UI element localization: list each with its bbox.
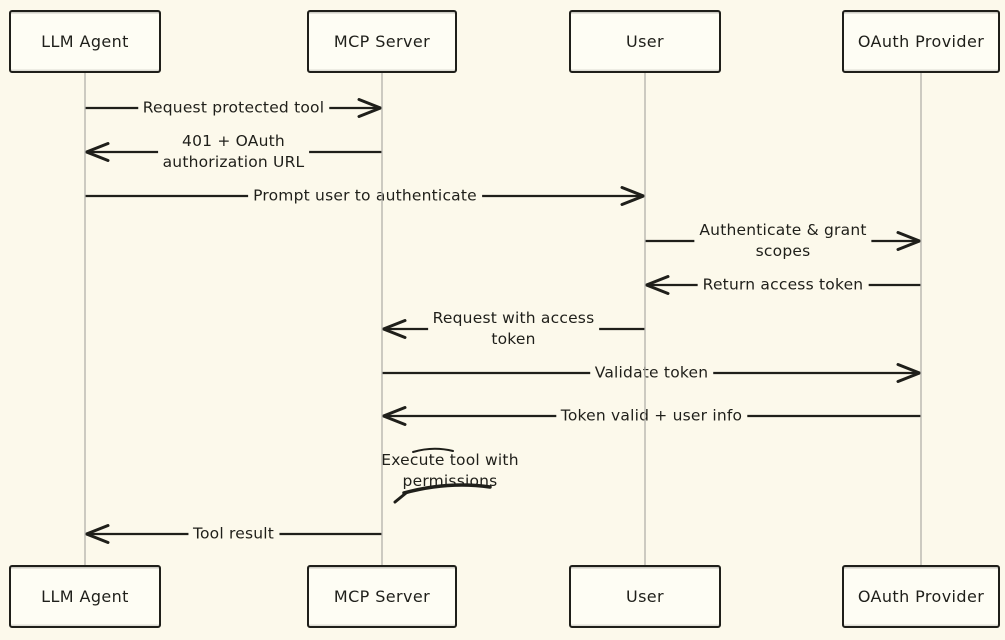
message-tool-result-label: Tool result	[187, 523, 280, 545]
self-note-label-line: Execute tool with	[381, 451, 519, 469]
participant-llm-agent-top-box: LLM Agent	[9, 10, 161, 73]
message-label-line: Authenticate & grant	[699, 221, 867, 239]
participant-label: OAuth Provider	[857, 32, 985, 51]
message-validate-token-arrowhead-icon	[896, 363, 921, 383]
message-validate-token-label: Validate token	[589, 362, 714, 384]
participant-label: LLM Agent	[41, 32, 129, 51]
participant-llm-agent-bottom-box: LLM Agent	[9, 565, 161, 628]
message-return-access-token-label: Return access token	[697, 274, 869, 296]
participant-label: MCP Server	[333, 32, 431, 51]
participant-user-top-box: User	[569, 10, 721, 73]
participant-oauth-provider-top-box: OAuth Provider	[842, 10, 1000, 73]
participant-user-bottom-box: User	[569, 565, 721, 628]
participant-mcp-server-top-box: MCP Server	[307, 10, 457, 73]
message-label-line: Request with access	[432, 309, 595, 327]
message-prompt-authenticate-arrowhead-icon	[620, 186, 645, 206]
message-label-line: Token valid + user info	[560, 406, 743, 425]
participant-label: User	[625, 32, 665, 51]
message-label-line: Prompt user to authenticate	[253, 186, 477, 205]
message-authenticate-grant-arrowhead-icon	[896, 231, 921, 251]
self-loop-curve-bottom	[402, 483, 492, 495]
message-label-line: Validate token	[594, 363, 709, 382]
message-label-line: token	[491, 330, 536, 348]
participant-mcp-server-bottom-box: MCP Server	[307, 565, 457, 628]
participant-label: LLM Agent	[41, 587, 129, 606]
participant-oauth-provider-bottom-box: OAuth Provider	[842, 565, 1000, 628]
message-401-oauth-url-arrowhead-icon	[85, 142, 110, 162]
message-token-valid-user-info-arrowhead-icon	[382, 406, 407, 426]
message-return-access-token-arrowhead-icon	[645, 275, 670, 295]
message-token-valid-user-info-label: Token valid + user info	[555, 405, 748, 427]
participant-label: OAuth Provider	[857, 587, 985, 606]
message-request-with-token-arrowhead-icon	[382, 319, 407, 339]
message-request-protected-tool-label: Request protected tool	[137, 97, 330, 119]
message-request-protected-tool-arrowhead-icon	[357, 98, 382, 118]
participant-label: User	[625, 587, 665, 606]
message-label-line: scopes	[755, 242, 811, 260]
message-prompt-authenticate-label: Prompt user to authenticate	[248, 185, 482, 207]
participant-label: MCP Server	[333, 587, 431, 606]
message-request-with-token-label: Request with access token	[427, 308, 600, 350]
message-tool-result-arrowhead-icon	[85, 524, 110, 544]
message-label-line: Return access token	[702, 275, 864, 294]
self-loop-arrow-tick-icon	[393, 491, 408, 504]
message-label-line: Request protected tool	[142, 98, 325, 117]
message-401-oauth-url-label: 401 + OAuth authorization URL	[157, 131, 310, 173]
self-loop-curve-top	[412, 447, 454, 453]
message-label-line: authorization URL	[162, 153, 305, 171]
message-label-line: 401 + OAuth	[182, 132, 285, 150]
message-authenticate-grant-label: Authenticate & grant scopes	[694, 220, 872, 262]
message-label-line: Tool result	[192, 524, 275, 543]
